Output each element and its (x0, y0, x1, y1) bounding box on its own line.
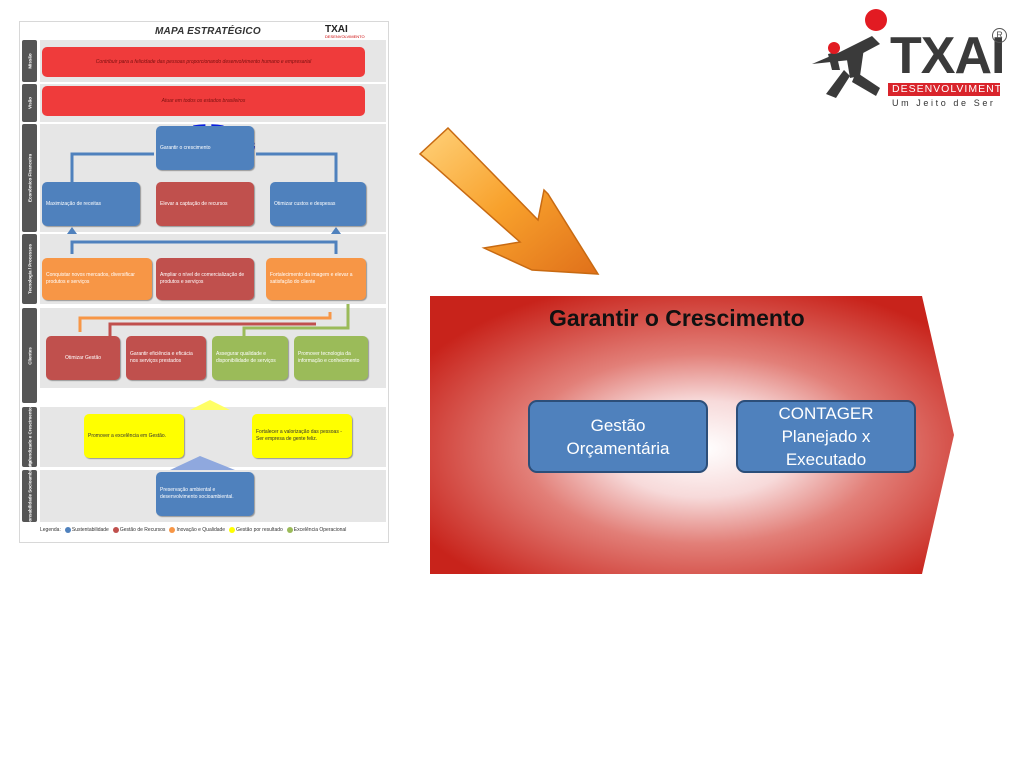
map-preservacao-ambiental: Preservação ambiental e desenvolvimento … (156, 472, 254, 516)
legend-item: Inovação e Qualidade (169, 527, 225, 533)
map-maximizacao: Maximização de receitas (42, 182, 140, 226)
map-promover-tecnologia: Promover tecnologia da informação e conh… (294, 336, 368, 380)
strip-processos: Tecnologia / Processos (22, 234, 37, 304)
registered-mark: R (992, 28, 1007, 43)
contager-box: CONTAGER Planejado x Executado (736, 400, 916, 473)
box2-line1: CONTAGER (778, 404, 874, 423)
running-figure-icon (812, 9, 887, 98)
map-fortalecimento-imagem: Fortalecimento da imagem e elevar a sati… (266, 258, 366, 300)
map-logo-sub: DESENVOLVIMENTO (325, 34, 365, 39)
logo-subtitle: DESENVOLVIMENTO (892, 83, 1012, 95)
mission-box: Contribuir para a felicidade das pessoas… (42, 47, 365, 77)
map-ampliar-comercializacao: Ampliar o nível de comercialização de pr… (156, 258, 254, 300)
map-logo-text: TXAI (325, 24, 348, 35)
box1-line1: Gestão (590, 415, 646, 435)
map-legend: Legenda: Sustentabilidade Gestão de Recu… (40, 527, 346, 533)
strip-clientes: Clientes (22, 308, 37, 403)
logo-subtitle-bar (888, 83, 1000, 96)
legend-item: Gestão de Recursos (112, 527, 165, 533)
map-garantir-eficiencia: Garantir eficiência e eficácia nos servi… (126, 336, 206, 380)
map-title: MAPA ESTRATÉGICO (155, 26, 261, 37)
txai-logo: TXAI R DESENVOLVIMENTO Um Jeito de Ser (806, 6, 1012, 114)
box1-line2: Orçamentária (566, 438, 670, 458)
legend-item: Excelência Operacional (286, 527, 346, 533)
box2-line3: Executado (785, 450, 867, 469)
logo-tagline: Um Jeito de Ser (892, 98, 996, 108)
map-captacao: Elevar a captação de recursos (156, 182, 254, 226)
map-valorizacao-pessoas: Fortalecer a valorização das pessoas - S… (252, 414, 352, 458)
legend-item: Gestão por resultado (229, 527, 283, 533)
map-logo: TXAI DESENVOLVIMENTO (325, 24, 365, 39)
strip-visao: Visão (22, 84, 37, 122)
map-assegurar-qualidade: Assegurar qualidade e disponibilidade de… (212, 336, 288, 380)
orange-arrow-icon (418, 126, 600, 275)
box2-line2: Planejado x (781, 427, 871, 446)
legend-item: Sustentabilidade (64, 527, 109, 533)
map-conquistar-mercados: Conquistar novos mercados, diversificar … (42, 258, 152, 300)
strip-aprendizado: Aprendizado e Crescimento (22, 407, 37, 467)
strategic-map-image: MAPA ESTRATÉGICO TXAI DESENVOLVIMENTO Mi… (19, 21, 389, 543)
panel-title: Garantir o Crescimento (549, 305, 805, 331)
map-otimizar-custos: Otimizar custos e despesas (270, 182, 366, 226)
map-garantir-crescimento: Garantir o crescimento (156, 126, 254, 170)
vision-box: Atuar em todos os estados brasileiros (42, 86, 365, 116)
strip-social: Responsabilidade Socioambiental (22, 459, 37, 533)
map-otimizar-gestao: Otimizar Gestão (46, 336, 120, 380)
gestao-orcamentaria-box: Gestão Orçamentária (528, 400, 708, 473)
legend-label: Legenda: (40, 527, 61, 533)
logo-wordmark: TXAI (890, 27, 1005, 85)
strip-missao: Missão (22, 40, 37, 82)
map-excelencia-gestao: Promover a excelência em Gestão. (84, 414, 184, 458)
strip-financeira: Econômico Financeira (22, 124, 37, 232)
